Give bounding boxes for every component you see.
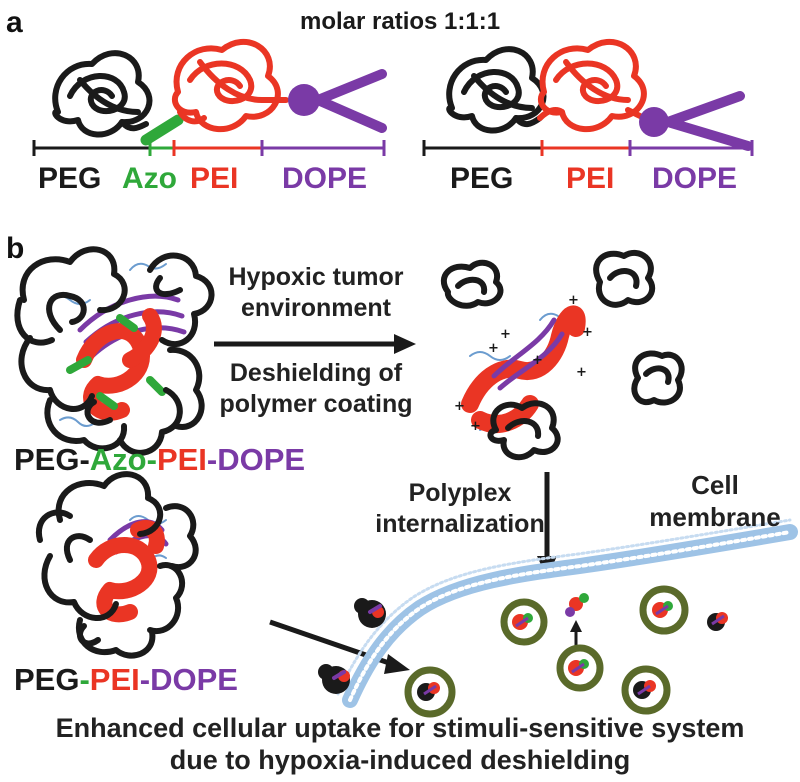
segment-label-pei-left: PEI	[190, 162, 239, 195]
polymer-name-azo: PEG-Azo-PEI-DOPE	[14, 444, 305, 475]
segment-label-azo-left: Azo	[122, 162, 177, 195]
svg-text:+: +	[500, 327, 511, 342]
name2-dope: -DOPE	[139, 662, 238, 697]
shielded-polyplex-plain	[35, 471, 199, 659]
name-azo: Azo-	[89, 442, 157, 477]
segment-ruler-left	[32, 140, 386, 156]
molar-ratio-title: molar ratios 1:1:1	[300, 8, 501, 35]
svg-text:+: +	[488, 341, 499, 356]
svg-text:+: +	[470, 419, 481, 434]
dope-lipid-right	[639, 91, 753, 151]
segment-label-peg-left: PEG	[38, 162, 102, 195]
panel-b-label: b	[6, 232, 25, 265]
svg-text:+: +	[568, 293, 579, 308]
peg-coil-left	[52, 50, 153, 138]
segment-label-dope-left: DOPE	[282, 162, 368, 195]
segment-label-pei-right: PEI	[566, 162, 615, 195]
shielded-polyplex-azo	[14, 246, 215, 456]
extracellular-polyplexes	[318, 598, 386, 694]
deshielding-arrow	[214, 334, 416, 354]
cell-membrane-label: Cell membrane	[649, 470, 781, 532]
endosome-vesicles	[404, 585, 728, 718]
panel-a-label: a	[6, 6, 23, 39]
peg-coil-right	[446, 46, 547, 134]
segment-ruler-right	[422, 140, 754, 156]
segment-label-dope-right: DOPE	[652, 162, 738, 195]
svg-text:+: +	[576, 365, 587, 380]
pei-coil-right	[537, 38, 647, 133]
azo-linker-left	[140, 114, 184, 146]
arrow-text-deshielding: Deshielding of polymer coating	[219, 359, 413, 418]
segment-label-peg-right: PEG	[450, 162, 514, 195]
name-peg: PEG-	[14, 442, 90, 477]
name-pei: PEI	[156, 442, 207, 477]
name-dope: -DOPE	[206, 442, 306, 477]
arrow-text-hypoxic: Hypoxic tumor environment	[228, 263, 404, 322]
dope-lipid-left	[288, 69, 387, 133]
svg-text:+: +	[454, 399, 465, 414]
svg-text:+: +	[582, 325, 593, 340]
name2-peg: PEG	[14, 662, 80, 697]
name2-dash: -	[79, 662, 90, 697]
cell-membrane	[336, 518, 798, 708]
pei-coil-left	[171, 38, 281, 133]
internalization-label: Polyplex internalization	[375, 479, 545, 538]
name2-pei: PEI	[89, 662, 140, 697]
svg-text:+: +	[532, 353, 543, 368]
polymer-name-plain: PEG-PEI-DOPE	[14, 664, 238, 695]
pei-dope-link-right	[625, 107, 643, 119]
figure-caption: Enhanced cellular uptake for stimuli-sen…	[55, 713, 745, 776]
deshielded-polyplex: + + + + + + + +	[440, 249, 685, 461]
